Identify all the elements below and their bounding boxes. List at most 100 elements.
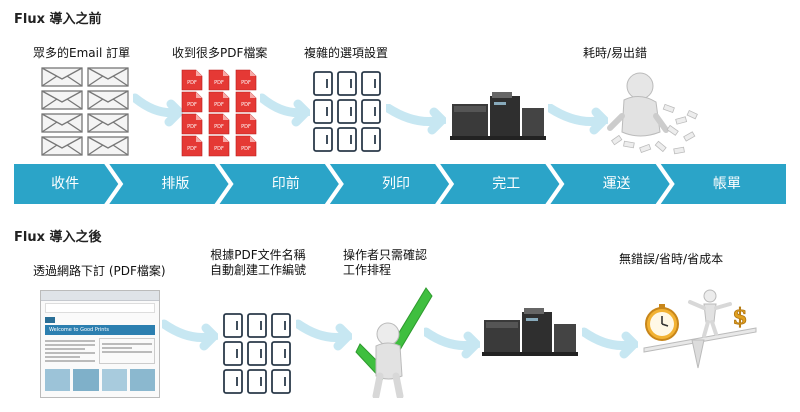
- chevron-separator: [324, 164, 344, 204]
- caption-auto-line-1: 根據PDF文件名稱: [210, 248, 306, 262]
- svg-text:PDF: PDF: [241, 80, 251, 86]
- caption-auto-job-number: 根據PDF文件名稱 自動創建工作編號: [200, 248, 316, 278]
- document-file-icon: [247, 313, 267, 338]
- document-file-icon: [313, 99, 333, 124]
- dollar-sign-icon: $: [732, 304, 747, 330]
- caption-web-order: 透過網路下訂 (PDF檔案): [33, 264, 166, 278]
- pdf-file-icon: PDF: [181, 113, 203, 135]
- document-file-icon: [361, 127, 381, 152]
- email-envelopes-grid: [41, 67, 129, 156]
- envelope-icon: [87, 113, 129, 133]
- caption-auto-line-2: 自動創建工作編號: [209, 263, 306, 277]
- caption-email-orders: 眾多的Email 訂單: [33, 46, 131, 60]
- chevron-separator: [435, 164, 455, 204]
- caption-time-error: 耗時/易出錯: [583, 46, 648, 60]
- auto-job-documents-grid: [223, 313, 291, 394]
- document-file-icon: [313, 71, 333, 96]
- svg-text:PDF: PDF: [214, 102, 224, 108]
- website-image-strip: [41, 367, 159, 393]
- document-file-icon: [313, 127, 333, 152]
- svg-text:PDF: PDF: [241, 102, 251, 108]
- pdf-file-icon: PDF: [181, 69, 203, 91]
- document-file-icon: [271, 369, 291, 394]
- flow-arrow-settings-to-printer: [386, 104, 446, 135]
- flow-arrow-printer-to-benefit: [582, 327, 638, 359]
- website-screenshot: Welcome to Good Prints: [40, 290, 160, 398]
- envelope-icon: [87, 90, 129, 110]
- after-section-title: Flux 導入之後: [14, 230, 102, 245]
- production-printer-after-icon: [482, 308, 578, 356]
- chevron-separator: [655, 164, 675, 204]
- document-file-icon: [247, 341, 267, 366]
- operator-checkmark-icon: [355, 287, 433, 398]
- balance-clock-money-icon: $: [643, 289, 757, 369]
- process-step-label: 完工: [492, 176, 521, 192]
- envelope-icon: [87, 136, 129, 156]
- pdf-files-grid: PDF PDF PDF PDF PDF PDF PDF PDF PDF PDF PDF PDF: [181, 69, 257, 157]
- process-step-label: 印前: [271, 176, 300, 192]
- svg-text:PDF: PDF: [214, 146, 224, 152]
- document-file-icon: [271, 313, 291, 338]
- caption-benefit: 無錯誤/省時/省成本: [619, 252, 724, 266]
- svg-text:PDF: PDF: [187, 102, 197, 108]
- chevron-separator: [104, 164, 124, 204]
- chevron-separator: [545, 164, 565, 204]
- pdf-file-icon: PDF: [235, 91, 257, 113]
- stressed-person-icon: [607, 72, 698, 155]
- envelope-icon: [41, 67, 83, 87]
- caption-confirm-line-2: 工作排程: [343, 263, 392, 277]
- website-text-column: [45, 338, 95, 364]
- browser-address-bar: [45, 303, 155, 313]
- svg-text:PDF: PDF: [187, 80, 197, 86]
- svg-text:PDF: PDF: [241, 124, 251, 130]
- document-file-icon: [361, 71, 381, 96]
- document-file-icon: [337, 71, 357, 96]
- website-header: [41, 315, 159, 325]
- pdf-file-icon: PDF: [235, 113, 257, 135]
- svg-text:PDF: PDF: [187, 124, 197, 130]
- svg-text:PDF: PDF: [187, 146, 197, 152]
- document-file-icon: [337, 127, 357, 152]
- website-welcome-banner: Welcome to Good Prints: [45, 325, 155, 335]
- process-band-shape: [14, 164, 786, 204]
- website-logo-icon: [45, 317, 55, 323]
- document-file-icon: [361, 99, 381, 124]
- envelope-icon: [41, 90, 83, 110]
- caption-complex-settings: 複雜的選項設置: [304, 46, 389, 60]
- document-file-icon: [223, 341, 243, 366]
- before-section-title: Flux 導入之前: [14, 12, 102, 27]
- flow-arrow-confirm-to-printer: [424, 327, 480, 359]
- production-printer-icon: [450, 92, 546, 140]
- caption-operator-confirm: 操作者只需確認 工作排程: [343, 248, 427, 278]
- document-file-icon: [247, 369, 267, 394]
- envelope-icon: [87, 67, 129, 87]
- browser-toolbar: [41, 291, 159, 301]
- process-step-label: 帳單: [712, 176, 741, 192]
- pdf-file-icon: PDF: [208, 113, 230, 135]
- svg-text:PDF: PDF: [214, 124, 224, 130]
- pdf-file-icon: PDF: [208, 135, 230, 157]
- svg-text:PDF: PDF: [241, 146, 251, 152]
- pdf-file-icon: PDF: [208, 69, 230, 91]
- process-step-label: 排版: [161, 176, 190, 192]
- flow-arrow-pdf-to-settings: [260, 93, 310, 127]
- website-footer-columns: [41, 393, 159, 397]
- process-step-label: 收件: [51, 176, 80, 192]
- flow-arrow-auto-to-confirm: [296, 319, 352, 351]
- envelope-icon: [41, 113, 83, 133]
- flow-arrow-email-to-pdf: [133, 93, 183, 127]
- chevron-separator: [214, 164, 234, 204]
- caption-confirm-line-1: 操作者只需確認: [343, 248, 428, 262]
- pdf-file-icon: PDF: [181, 91, 203, 113]
- document-file-icon: [223, 369, 243, 394]
- envelope-icon: [41, 136, 83, 156]
- pdf-file-icon: PDF: [208, 91, 230, 113]
- svg-text:PDF: PDF: [214, 80, 224, 86]
- process-step-label: 運送: [602, 176, 631, 192]
- flow-arrow-printer-to-error: [548, 104, 608, 135]
- website-form-panel: [99, 338, 155, 364]
- website-content: [41, 335, 159, 367]
- settings-documents-grid: [313, 71, 381, 152]
- pdf-file-icon: PDF: [181, 135, 203, 157]
- process-step-label: 列印: [381, 176, 410, 192]
